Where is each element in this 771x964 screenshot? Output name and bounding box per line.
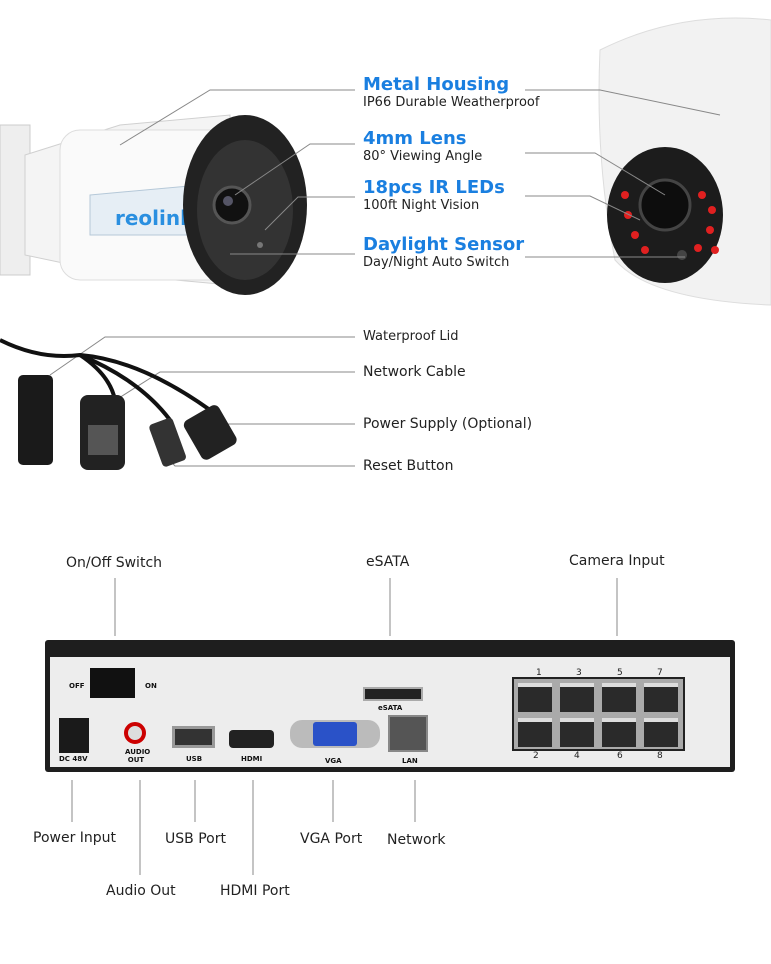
usb-label: USB <box>186 755 203 763</box>
rj45-port <box>602 718 636 747</box>
cable-label-reset-button: Reset Button <box>363 458 454 474</box>
rj45-port <box>644 718 678 747</box>
port-number: 4 <box>574 751 580 761</box>
cable-image <box>0 338 237 470</box>
port-number: 6 <box>617 751 623 761</box>
port-number: 1 <box>536 668 542 678</box>
port-number: 2 <box>533 751 539 761</box>
feature-subtitle: IP66 Durable Weatherproof <box>363 95 540 110</box>
lan-port <box>388 715 428 752</box>
callout-vga-port: VGA Port <box>300 831 363 847</box>
on-label: ON <box>145 682 157 690</box>
rj45-port <box>560 718 594 747</box>
reolink-logo: reolink <box>115 206 194 230</box>
esata-label: eSATA <box>378 704 403 712</box>
feature-title: 4mm Lens <box>363 128 467 149</box>
off-label: OFF <box>69 682 85 690</box>
audio-out-jack <box>124 722 146 744</box>
feature-subtitle: Day/Night Auto Switch <box>363 255 510 270</box>
feature-title: Daylight Sensor <box>363 234 525 255</box>
callout-hdmi-port: HDMI Port <box>220 883 290 899</box>
dome-camera-image <box>598 17 771 306</box>
callout-esata: eSATA <box>366 554 410 570</box>
feature-daylight-sensor: Daylight Sensor Day/Night Auto Switch <box>363 234 524 270</box>
callout-network: Network <box>387 832 446 848</box>
port-number: 8 <box>657 751 663 761</box>
nvr-rear-panel: OFF ON DC 48V AUDIO OUT USB HDMI VGA eSA… <box>45 640 735 772</box>
dc-power-jack <box>59 718 89 753</box>
feature-subtitle: 100ft Night Vision <box>363 198 480 213</box>
vga-label: VGA <box>325 757 342 765</box>
rj45-port <box>518 683 552 712</box>
feature-subtitle: 80° Viewing Angle <box>363 149 483 164</box>
feature-title: 18pcs IR LEDs <box>363 177 505 198</box>
callout-audio-out: Audio Out <box>106 883 176 899</box>
audio-label: AUDIO OUT <box>125 748 151 764</box>
feature-title: Metal Housing <box>363 74 510 95</box>
esata-port <box>363 687 423 701</box>
power-switch[interactable] <box>90 668 135 698</box>
feature-lens: 4mm Lens 80° Viewing Angle <box>363 128 482 164</box>
hdmi-port <box>229 730 274 748</box>
dc-label: DC 48V <box>59 755 88 763</box>
cable-label-waterproof-lid: Waterproof Lid <box>363 329 459 344</box>
rj45-port <box>644 683 678 712</box>
feature-ir-leds: 18pcs IR LEDs 100ft Night Vision <box>363 177 505 213</box>
usb-port <box>172 726 215 748</box>
port-number: 7 <box>657 668 663 678</box>
lan-label: LAN <box>402 757 418 765</box>
vga-port <box>313 722 357 746</box>
callout-usb-port: USB Port <box>165 831 226 847</box>
feature-metal-housing: Metal Housing IP66 Durable Weatherproof <box>363 74 539 110</box>
port-number: 3 <box>576 668 582 678</box>
cable-label-power-supply: Power Supply (Optional) <box>363 416 533 432</box>
rj45-port <box>560 683 594 712</box>
hdmi-label: HDMI <box>241 755 263 763</box>
rj45-port <box>518 718 552 747</box>
rj45-port <box>602 683 636 712</box>
bullet-camera-image: reolink <box>0 114 307 295</box>
callout-camera-input: Camera Input <box>569 553 665 569</box>
port-number: 5 <box>617 668 623 678</box>
callout-power-input: Power Input <box>33 830 117 846</box>
callout-on-off-switch: On/Off Switch <box>66 555 163 571</box>
cable-label-network-cable: Network Cable <box>363 364 466 380</box>
